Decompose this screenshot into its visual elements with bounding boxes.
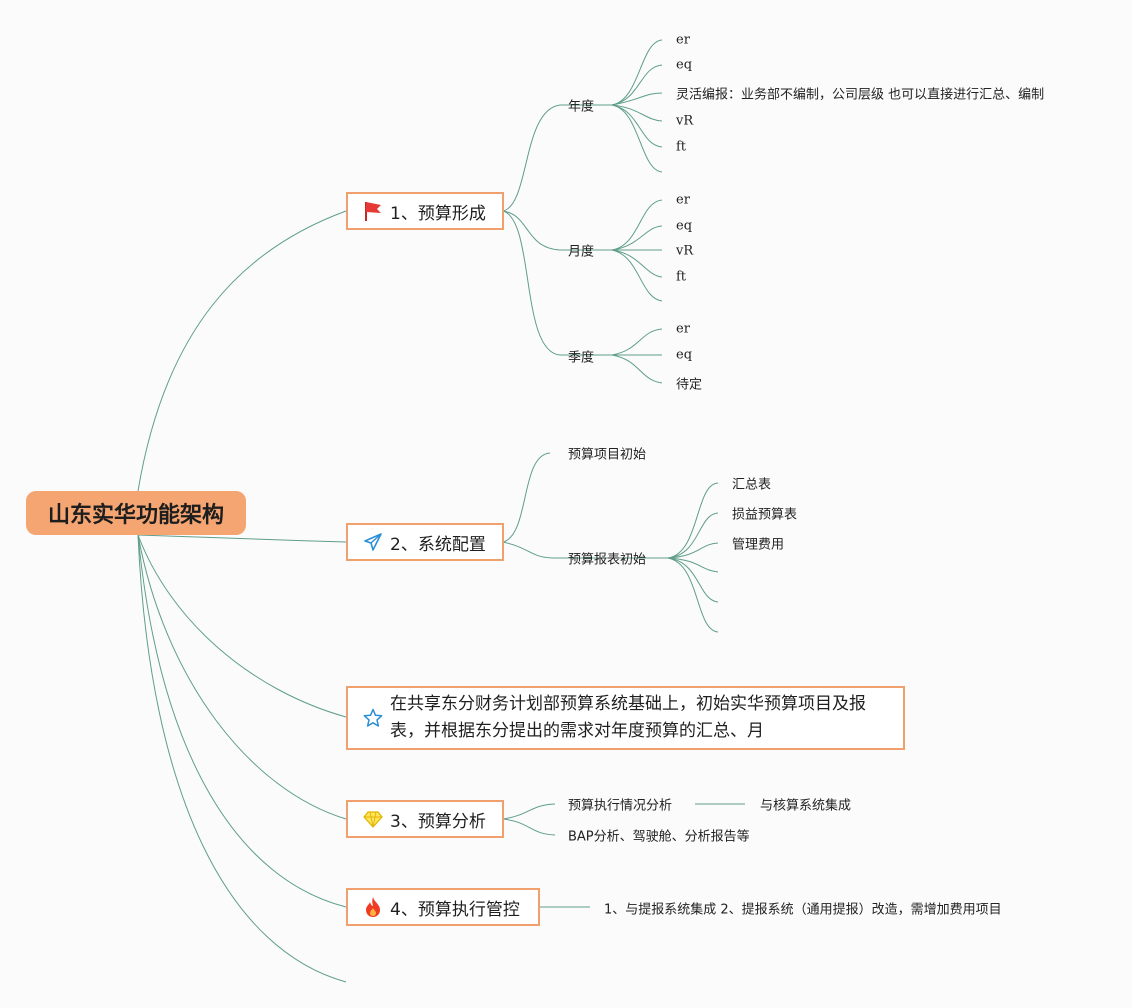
annual-item[interactable]: eq xyxy=(676,57,693,73)
link-formation-annual xyxy=(502,104,561,212)
subtopic-exec-analysis[interactable]: 预算执行情况分析 xyxy=(568,798,673,814)
red-flag-icon xyxy=(362,200,384,222)
monthly-item[interactable]: eq xyxy=(676,218,693,234)
annual-item[interactable]: vR xyxy=(676,113,694,129)
quarterly-item[interactable]: eq xyxy=(676,347,693,363)
subtopic-monthly[interactable]: 月度 xyxy=(568,244,595,260)
branch-control-label: 4、预算执行管控 xyxy=(390,899,520,920)
branch-system-config[interactable]: 2、系统配置 xyxy=(346,523,504,561)
star-icon xyxy=(362,707,384,729)
report-item[interactable]: 管理费用 xyxy=(732,537,785,553)
subtopic-report-init[interactable]: 预算报表初始 xyxy=(568,552,647,568)
subtopic-bap[interactable]: BAP分析、驾驶舱、分析报告等 xyxy=(568,829,750,845)
report-item[interactable]: 损益预算表 xyxy=(732,507,798,523)
link-root-note xyxy=(137,534,347,718)
branch-budget-control[interactable]: 4、预算执行管控 xyxy=(346,888,540,926)
branch-budget-analysis[interactable]: 3、预算分析 xyxy=(346,800,504,838)
diamond-icon xyxy=(362,808,384,830)
quarterly-item[interactable]: 待定 xyxy=(676,377,703,393)
note-text: 在共享东分财务计划部预算系统基础上，初始实华预算项目及报表，并根据东分提出的需求… xyxy=(390,694,866,741)
quarterly-item[interactable]: er xyxy=(676,321,690,337)
subtopic-annual[interactable]: 年度 xyxy=(568,99,595,115)
branch-budget-formation[interactable]: 1、预算形成 xyxy=(346,192,504,230)
monthly-item[interactable]: ft xyxy=(676,269,687,285)
annual-item[interactable]: ft xyxy=(676,139,687,155)
monthly-item[interactable]: vR xyxy=(676,243,694,259)
link-root-formation xyxy=(137,210,347,492)
branch-analysis-label: 3、预算分析 xyxy=(390,811,486,832)
monthly-item[interactable]: er xyxy=(676,192,690,208)
link-root-empty xyxy=(137,534,347,983)
link-config-item-init xyxy=(502,452,551,543)
subtopic-quarterly[interactable]: 季度 xyxy=(568,350,595,366)
note-topic[interactable]: 在共享东分财务计划部预算系统基础上，初始实华预算项目及报表，并根据东分提出的需求… xyxy=(346,686,905,750)
control-detail[interactable]: 1、与提报系统集成 2、提报系统（通用提报）改造，需增加费用项目 xyxy=(604,902,1002,918)
branch-formation-label: 1、预算形成 xyxy=(390,203,486,224)
root-title: 山东实华功能架构 xyxy=(47,503,224,528)
annual-item[interactable]: 灵活编报：业务部不编制，公司层级 也可以直接进行汇总、编制 xyxy=(676,87,1045,103)
report-item[interactable]: 汇总表 xyxy=(732,477,772,493)
link-formation-quarterly xyxy=(502,210,561,356)
link-root-analysis xyxy=(137,534,347,820)
exec-analysis-child[interactable]: 与核算系统集成 xyxy=(760,798,852,814)
annual-item[interactable]: er xyxy=(676,32,690,48)
link-formation-monthly xyxy=(502,210,561,251)
link-root-config xyxy=(137,534,347,543)
fire-icon xyxy=(362,896,384,918)
paper-plane-icon xyxy=(362,531,384,553)
link-root-control xyxy=(137,534,347,908)
link-config-report-init xyxy=(502,541,553,559)
subtopic-item-init[interactable]: 预算项目初始 xyxy=(568,447,647,463)
branch-config-label: 2、系统配置 xyxy=(390,534,486,555)
root-topic[interactable]: 山东实华功能架构 xyxy=(26,491,246,535)
